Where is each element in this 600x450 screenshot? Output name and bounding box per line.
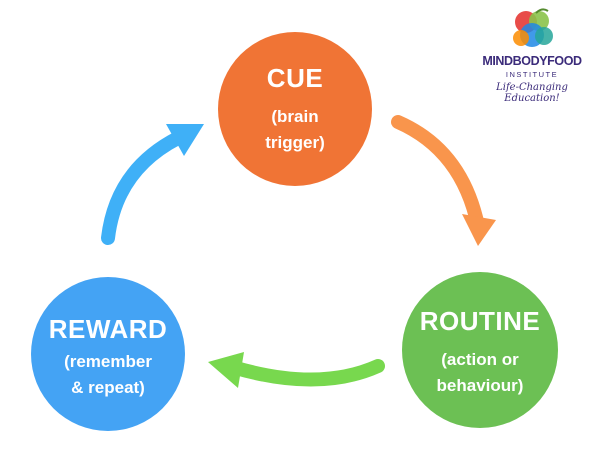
cue-subtitle: (brain trigger)	[265, 106, 325, 152]
arrow-cue-to-routine	[391, 115, 496, 246]
routine-subtitle: (action or behaviour)	[436, 349, 524, 395]
cue-node: CUE (brain trigger)	[218, 32, 372, 186]
logo-name: MINDBODYFOOD	[482, 54, 582, 68]
logo-sub: INSTITUTE	[505, 70, 559, 79]
overlapping-circles-logo-icon	[513, 8, 553, 47]
routine-node: ROUTINE (action or behaviour)	[402, 272, 558, 428]
arrow-reward-to-cue	[101, 124, 204, 245]
reward-title: REWARD	[48, 313, 168, 344]
arrow-routine-to-reward	[208, 352, 385, 388]
mindbodyfood-logo: MINDBODYFOOD INSTITUTE Life-Changing Edu…	[472, 8, 592, 108]
routine-title: ROUTINE	[419, 305, 541, 336]
logo-tagline: Life-Changing Education!	[496, 82, 568, 104]
reward-subtitle: (remember & repeat)	[64, 351, 152, 397]
cue-title: CUE	[266, 62, 324, 93]
reward-node: REWARD (remember & repeat)	[31, 277, 185, 431]
